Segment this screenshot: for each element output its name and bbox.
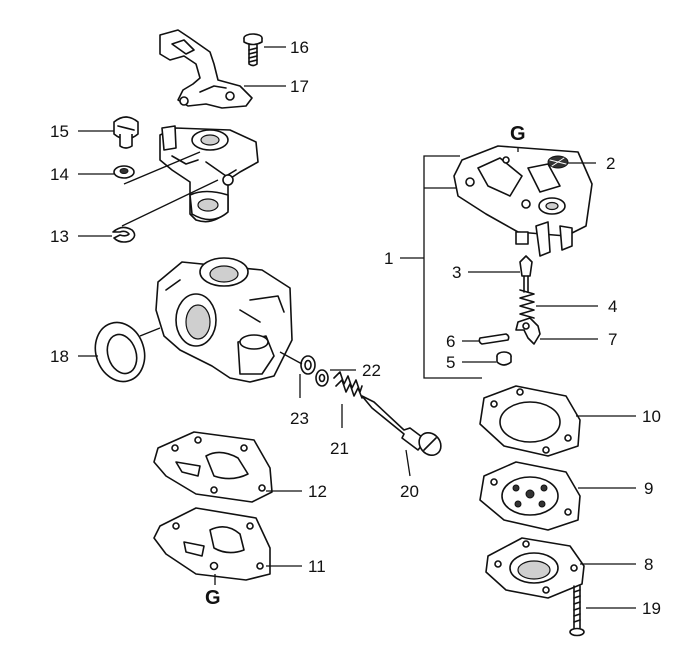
callout-labels: 16 17 15 14 13 18 22 23 21 20 12 11 1 2 … [50,38,661,618]
callout-6: 6 [446,332,455,351]
part-5-screw [496,351,512,366]
part-19-long-screw [569,585,585,637]
callout-7: 7 [608,330,617,349]
part-13-e-clip [112,226,136,243]
callout-16: 16 [290,38,309,57]
callout-9: 9 [644,479,653,498]
part-7-lever [515,317,541,345]
part-23-o-ring [300,355,316,375]
pump-cover [453,145,593,257]
part-17-lever-bracket [159,29,253,109]
g-mark-top: G [510,123,526,145]
g-mark-bottom: G [205,587,221,609]
part-11-diaphragm-plate [153,507,271,581]
callout-19: 19 [642,599,661,618]
callout-11: 11 [308,557,326,576]
part-10-gasket [479,385,581,457]
callout-23: 23 [290,409,309,428]
part-21-spring [333,371,363,399]
callout-18: 18 [50,347,69,366]
callout-17: 17 [290,77,309,96]
part-14-washer [113,165,135,179]
callout-20: 20 [400,482,419,501]
callout-3: 3 [452,263,461,282]
callout-14: 14 [50,165,69,184]
callout-12: 12 [308,482,327,501]
part-18-gasket-ring [94,321,146,383]
callout-21: 21 [330,439,349,458]
part-2-screen [547,155,569,169]
callout-1: 1 [384,249,393,268]
part-22-washer [315,369,329,387]
throttle-body [159,125,259,223]
part-20-needle [361,395,442,457]
part-4-spring [519,289,535,319]
callout-22: 22 [362,361,381,380]
part-6-pin [478,333,510,345]
callout-2: 2 [606,154,615,173]
part-8-cover [485,537,585,599]
part-15-screw [113,116,139,149]
callout-13: 13 [50,227,69,246]
callout-8: 8 [644,555,653,574]
callout-15: 15 [50,122,69,141]
callout-5: 5 [446,353,455,372]
callout-10: 10 [642,407,661,426]
carburetor-body [155,257,293,383]
leader-lines [78,46,636,609]
part-3-inlet-needle [519,255,533,293]
part-12-gasket [153,431,273,503]
part-16-screw [243,33,263,67]
part-9-diaphragm [479,461,581,531]
callout-4: 4 [608,297,617,316]
